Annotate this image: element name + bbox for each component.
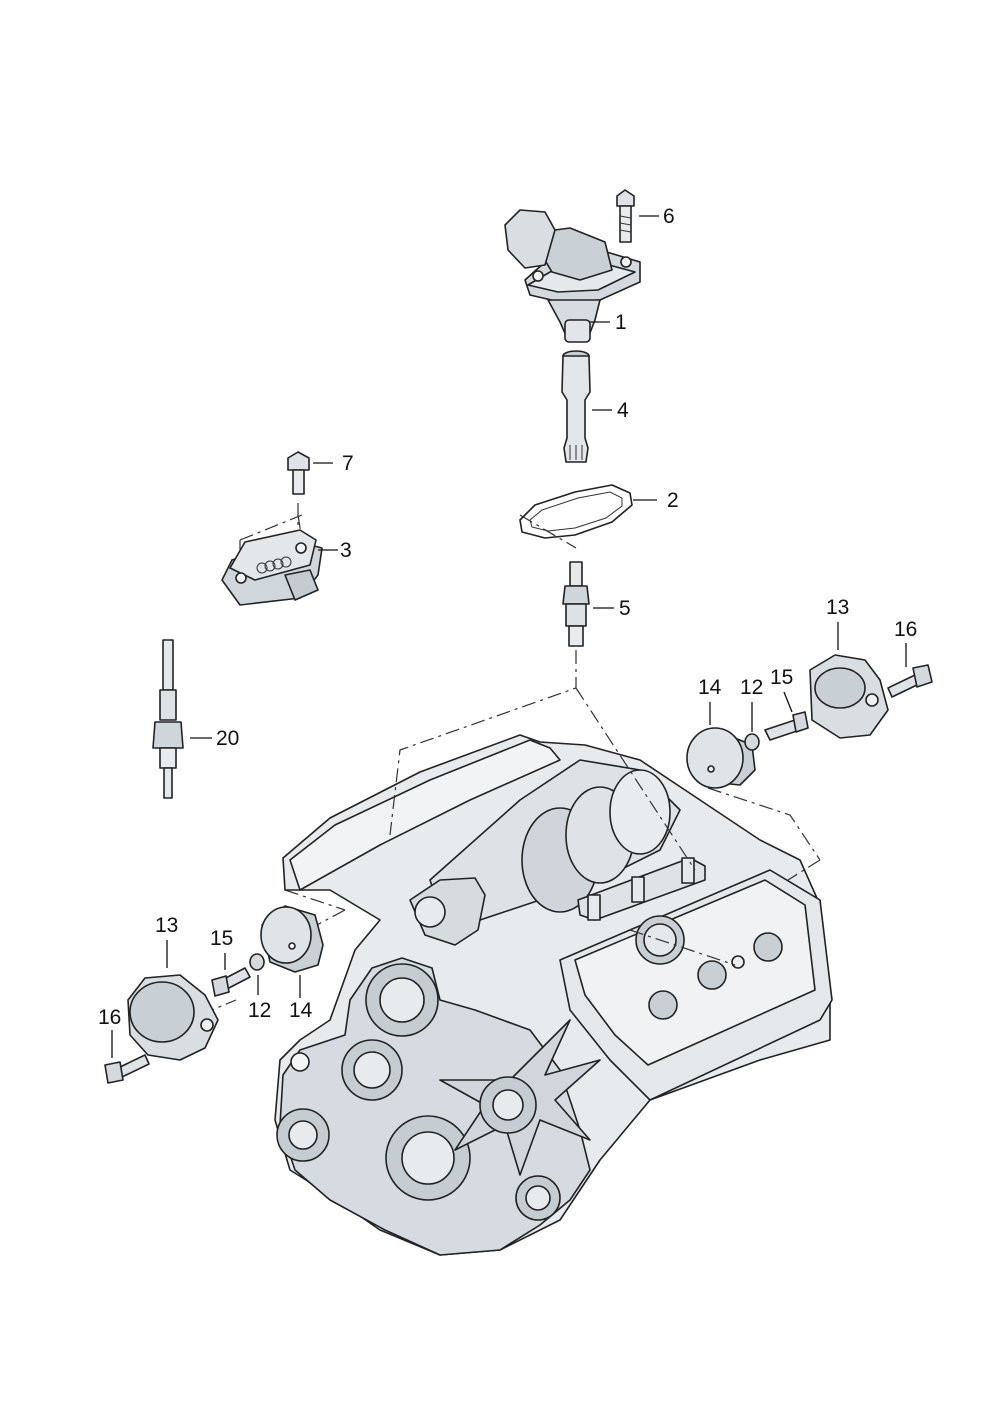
callout-15-left: 15 [210, 927, 233, 950]
engine-block [274, 734, 833, 1256]
gasket-part-2 [519, 484, 633, 539]
callout-16-right: 16 [894, 618, 917, 641]
callout-13-right: 13 [826, 596, 849, 619]
control-unit-part-3 [221, 529, 323, 606]
engine-mount-left-group [104, 905, 324, 1084]
callout-12-right: 12 [740, 676, 763, 699]
callout-12-left: 12 [248, 999, 271, 1022]
callout-numbers: 1 2 3 4 5 6 7 20 13 16 14 12 15 13 15 16… [98, 205, 917, 1029]
callout-7: 7 [342, 452, 354, 475]
glow-plug-part-20 [152, 639, 184, 799]
assembly-leader-lines [119, 503, 821, 1071]
spark-plug-part-5 [562, 561, 590, 647]
callout-4: 4 [617, 399, 629, 422]
callout-16-left: 16 [98, 1006, 121, 1029]
callout-1: 1 [615, 311, 627, 334]
engine-mount-right-group [686, 654, 933, 789]
callout-3: 3 [340, 539, 352, 562]
spark-plug-connector-part-4 [561, 350, 591, 463]
callout-14-right: 14 [698, 676, 722, 699]
callout-15-right: 15 [770, 666, 793, 689]
callout-2: 2 [667, 489, 679, 512]
callout-5: 5 [619, 597, 631, 620]
callout-6: 6 [663, 205, 675, 228]
callout-14-left: 14 [289, 999, 313, 1022]
callout-leaders [111, 215, 907, 1058]
bolt-part-7 [287, 451, 310, 495]
callout-20: 20 [216, 727, 239, 750]
bolt-part-6 [616, 189, 635, 243]
ignition-coil-part-1 [504, 209, 641, 343]
callout-13-left: 13 [155, 914, 178, 937]
